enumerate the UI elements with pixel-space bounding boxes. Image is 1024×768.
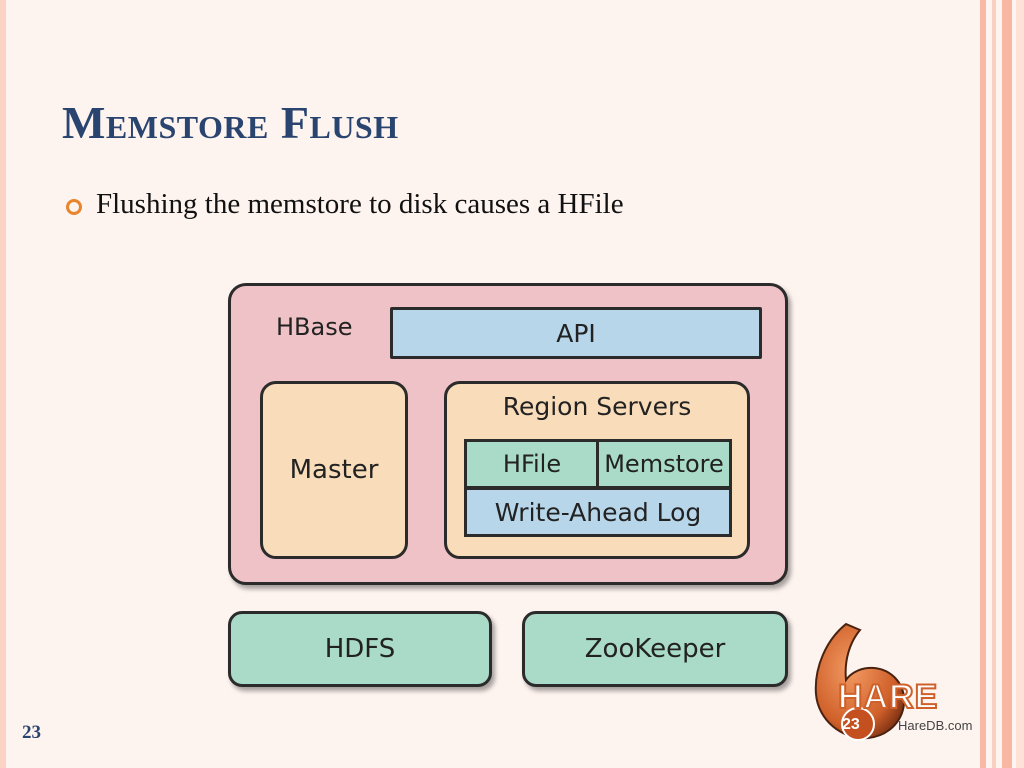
bullet-circle-icon	[66, 198, 82, 215]
master-box: Master	[260, 381, 408, 559]
memstore-box: Memstore	[596, 439, 732, 489]
bullet-text: Flushing the memstore to disk causes a H…	[96, 188, 624, 220]
logo-wordmark: HARE	[837, 677, 939, 717]
hfile-box: HFile	[464, 439, 600, 489]
right-edge-stripe	[980, 0, 986, 768]
right-edge-stripe	[1016, 0, 1024, 768]
bullet-item: Flushing the memstore to disk causes a H…	[66, 188, 624, 221]
hbase-architecture-diagram: HBase API Master Region Servers HFile Me…	[228, 283, 790, 693]
hdfs-box: HDFS	[228, 611, 492, 687]
left-edge-stripe	[0, 0, 6, 768]
logo-site-text: HareDB.com	[898, 718, 973, 733]
write-ahead-log-box: Write-Ahead Log	[464, 487, 732, 537]
slide-title: Memstore Flush	[62, 97, 399, 148]
page-number: 23	[22, 722, 41, 743]
haredb-logo: HARE 23 HareDB.com	[806, 616, 984, 746]
zookeeper-box: ZooKeeper	[522, 611, 788, 687]
api-box: API	[390, 307, 762, 359]
region-servers-label: Region Servers	[502, 392, 692, 421]
hare-logo-icon	[814, 622, 906, 741]
right-edge-stripe	[1002, 0, 1012, 768]
right-edge-stripe	[992, 0, 996, 768]
hbase-label: HBase	[276, 313, 353, 341]
logo-badge-number: 23	[842, 716, 860, 733]
